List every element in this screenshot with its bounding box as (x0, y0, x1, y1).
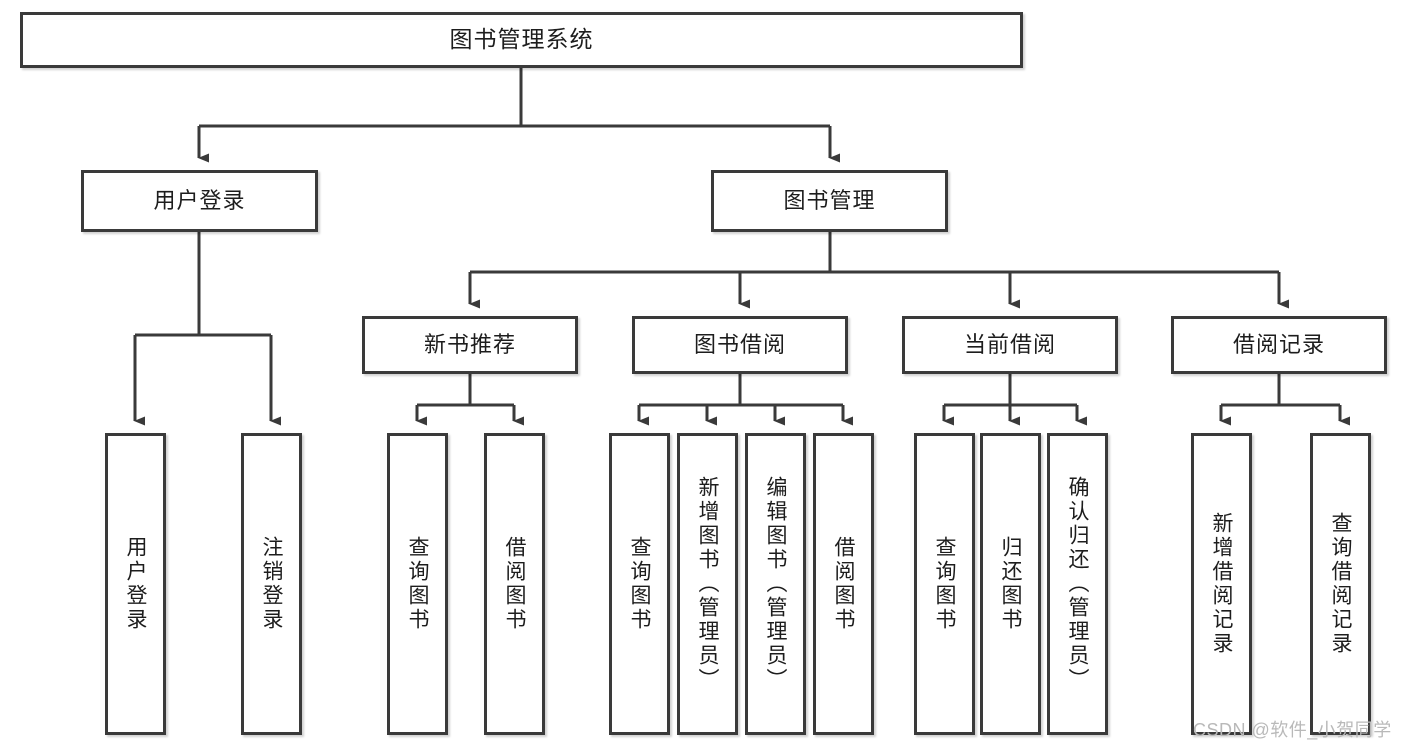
node-leaf-confirm-return[interactable]: 确认归还（管理员） (1047, 433, 1108, 735)
node-label: 确认归还（管理员） (1066, 476, 1089, 692)
node-label: 归还图书 (999, 536, 1022, 632)
node-leaf-add-record[interactable]: 新增借阅记录 (1191, 433, 1252, 735)
node-label: 注销登录 (260, 536, 283, 632)
node-leaf-return-book[interactable]: 归还图书 (980, 433, 1041, 735)
node-borrow-record[interactable]: 借阅记录 (1171, 316, 1387, 374)
node-label: 用户登录 (153, 187, 246, 213)
node-label: 图书借阅 (693, 331, 786, 357)
node-leaf-logout[interactable]: 注销登录 (241, 433, 302, 735)
node-label: 新增借阅记录 (1210, 512, 1233, 656)
node-label: 图书管理 (783, 187, 876, 213)
node-leaf-borrow-book-1[interactable]: 借阅图书 (484, 433, 545, 735)
node-root-book-management-system[interactable]: 图书管理系统 (20, 12, 1023, 68)
node-label: 查询图书 (933, 536, 956, 632)
node-book-management[interactable]: 图书管理 (711, 170, 948, 232)
node-label: 用户登录 (124, 536, 147, 632)
node-label: 新增图书（管理员） (696, 476, 719, 692)
node-leaf-query-record[interactable]: 查询借阅记录 (1310, 433, 1371, 735)
node-leaf-query-book-3[interactable]: 查询图书 (914, 433, 975, 735)
node-label: 查询借阅记录 (1329, 512, 1352, 656)
node-label: 借阅图书 (832, 536, 855, 632)
node-label: 图书管理系统 (449, 26, 594, 53)
node-leaf-edit-book[interactable]: 编辑图书（管理员） (745, 433, 806, 735)
node-book-borrow[interactable]: 图书借阅 (632, 316, 848, 374)
node-leaf-query-book-1[interactable]: 查询图书 (387, 433, 448, 735)
node-current-borrow[interactable]: 当前借阅 (902, 316, 1118, 374)
node-label: 借阅记录 (1232, 331, 1325, 357)
node-leaf-query-book-2[interactable]: 查询图书 (609, 433, 670, 735)
node-label: 当前借阅 (963, 331, 1056, 357)
watermark: CSDN @软件_小贺同学 (1193, 720, 1392, 740)
node-label: 查询图书 (628, 536, 651, 632)
node-leaf-add-book[interactable]: 新增图书（管理员） (677, 433, 738, 735)
node-label: 编辑图书（管理员） (764, 476, 787, 692)
node-new-book-recommend[interactable]: 新书推荐 (362, 316, 578, 374)
node-user-login[interactable]: 用户登录 (81, 170, 318, 232)
node-leaf-borrow-book-2[interactable]: 借阅图书 (813, 433, 874, 735)
node-label: 新书推荐 (423, 331, 516, 357)
node-label: 借阅图书 (503, 536, 526, 632)
node-leaf-user-login[interactable]: 用户登录 (105, 433, 166, 735)
node-label: 查询图书 (406, 536, 429, 632)
